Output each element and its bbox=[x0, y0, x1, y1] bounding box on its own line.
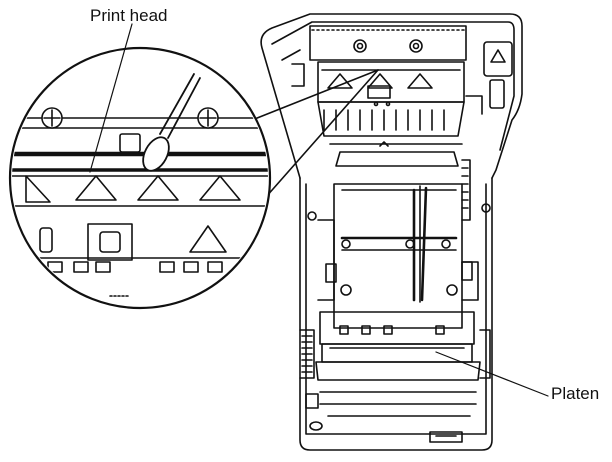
magnified-print-head bbox=[12, 107, 268, 297]
paper-compartment bbox=[307, 159, 491, 329]
platen-area bbox=[299, 311, 491, 443]
magnifier-callout bbox=[8, 46, 379, 310]
leader-lines bbox=[89, 23, 549, 397]
cotton-swab bbox=[142, 73, 201, 172]
head-assembly bbox=[309, 25, 467, 167]
platen-label: Platen bbox=[551, 384, 600, 403]
printer-body bbox=[260, 13, 523, 451]
print-head-label: Print head bbox=[90, 6, 168, 25]
cover-latch bbox=[291, 41, 513, 115]
